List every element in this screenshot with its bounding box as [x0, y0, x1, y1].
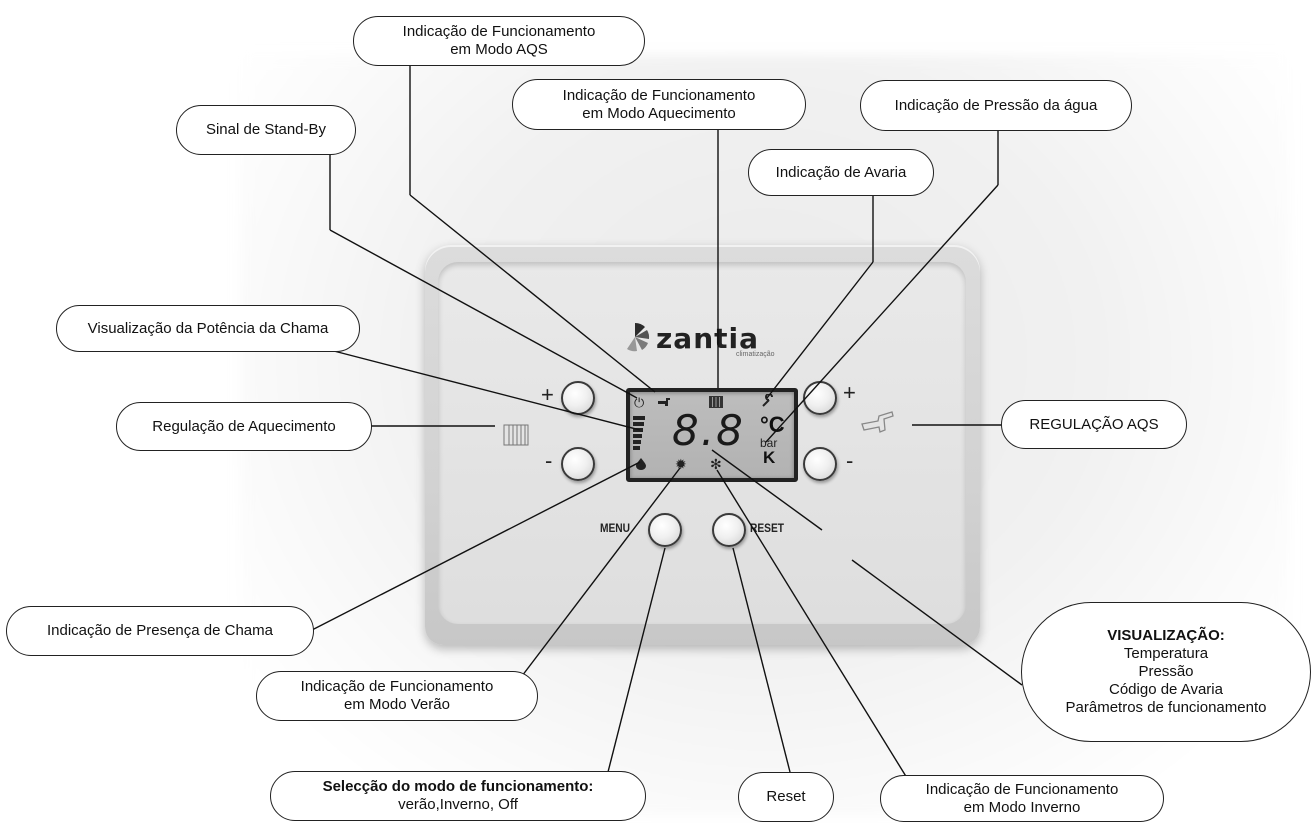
callout-water-pressure-text: Indicação de Pressão da água — [894, 96, 1098, 114]
lcd-unit-celsius: °C — [760, 412, 785, 437]
callout-summer-mode-line2: em Modo Verão — [344, 696, 450, 713]
dhw-minus-sign: - — [846, 448, 854, 473]
callout-fault: Indicação de Avaria — [748, 149, 934, 196]
dhw-plus-sign: + — [843, 380, 856, 405]
callout-display-line-pressure: Pressão — [1138, 663, 1194, 680]
callout-summer-mode: Indicação de Funcionamento em Modo Verão — [256, 671, 538, 721]
callout-summer-mode-line1: Indicação de Funcionamento — [300, 678, 494, 695]
leader-flame-power — [329, 349, 641, 431]
callout-mode-select: Selecção do modo de funcionamento: verão… — [270, 771, 646, 821]
leader-summer-mode — [521, 467, 681, 677]
callout-dhw-regulation: REGULAÇÃO AQS — [1001, 400, 1187, 449]
callout-aqs-mode: Indicação de Funcionamento em Modo AQS — [353, 16, 645, 66]
dhw-minus-button[interactable] — [803, 447, 837, 481]
callout-display-line-temperature: Temperatura — [1123, 645, 1209, 662]
callout-aqs-mode-line1: Indicação de Funcionamento — [402, 23, 596, 40]
callout-flame-presence-text: Indicação de Presença de Chama — [47, 622, 273, 639]
callout-mode-select-title: Selecção do modo de funcionamento: — [322, 778, 594, 795]
leader-mode-select — [607, 547, 666, 773]
tap-dhw-icon — [861, 411, 894, 433]
reset-button[interactable] — [712, 513, 746, 547]
brand-name: zantia — [656, 322, 760, 355]
callout-fault-text: Indicação de Avaria — [775, 163, 907, 181]
callout-winter-mode: Indicação de Funcionamento em Modo Inver… — [880, 775, 1164, 822]
menu-button[interactable] — [648, 513, 682, 547]
leader-display-2 — [711, 449, 823, 531]
callout-flame-power-text: Visualização da Potência da Chama — [87, 319, 329, 337]
sun-summer-icon: ✹ — [675, 456, 687, 472]
lcd-digits: 8.8 — [672, 406, 745, 455]
callout-heating-mode: Indicação de Funcionamento em Modo Aquec… — [512, 79, 806, 130]
callout-display: VISUALIZAÇÃO: Temperatura Pressão Código… — [1021, 602, 1311, 742]
callout-mode-select-line: verão,Inverno, Off — [398, 796, 518, 813]
callout-standby-text: Sinal de Stand-By — [205, 121, 327, 138]
leader-display — [851, 559, 1023, 686]
leader-aqs-mode-2 — [409, 194, 656, 393]
callout-reset: Reset — [738, 772, 834, 822]
reset-label: RESET — [750, 521, 785, 535]
brand-logo: zantia climatização — [618, 318, 818, 358]
lcd-unit-k: K — [763, 448, 776, 467]
callout-water-pressure: Indicação de Pressão da água — [860, 80, 1132, 131]
tap-aqs-icon — [657, 396, 673, 411]
callout-display-title: VISUALIZAÇÃO: — [1107, 627, 1225, 644]
menu-label: MENU — [600, 521, 631, 535]
lcd-display — [626, 388, 798, 482]
leader-reset — [732, 547, 791, 773]
callout-flame-presence: Indicação de Presença de Chama — [6, 606, 314, 656]
lcd-unit-bar: bar — [760, 436, 778, 450]
callout-heating-mode-line1: Indicação de Funcionamento — [562, 86, 756, 104]
leader-flame-presence — [311, 461, 641, 631]
callout-flame-power: Visualização da Potência da Chama — [56, 305, 360, 352]
callout-aqs-mode-line2: em Modo AQS — [450, 41, 548, 58]
brand-subtitle: climatização — [736, 351, 775, 358]
fan-logo-icon — [627, 322, 650, 352]
callout-winter-mode-line1: Indicação de Funcionamento — [925, 780, 1119, 798]
callout-heating-mode-line2: em Modo Aquecimento — [582, 104, 736, 122]
callout-display-line-parameters: Parâmetros de funcionamento — [1065, 699, 1267, 716]
standby-icon: ⏻ — [634, 395, 645, 410]
callout-standby: Sinal de Stand-By — [176, 105, 356, 155]
heating-minus-sign: - — [545, 448, 553, 473]
snowflake-winter-icon: ✻ — [710, 456, 722, 472]
heating-minus-button[interactable] — [561, 447, 595, 481]
radiator-icon — [503, 424, 529, 446]
callout-dhw-regulation-text: REGULAÇÃO AQS — [1029, 415, 1159, 433]
leader-winter-mode — [716, 469, 908, 779]
flame-presence-icon — [636, 458, 646, 472]
radiator-heating-icon — [709, 396, 723, 410]
callout-reset-text: Reset — [766, 788, 806, 805]
leader-fault-2 — [766, 261, 874, 399]
wrench-fault-icon — [761, 393, 775, 410]
leader-standby-2 — [329, 229, 638, 399]
heating-plus-sign: + — [541, 382, 554, 407]
callout-winter-mode-line2: em Modo Inverno — [963, 798, 1081, 816]
callout-display-line-fault-code: Código de Avaria — [1109, 681, 1223, 698]
leader-water-pressure-2 — [765, 184, 999, 443]
callout-heating-regulation-text: Regulação de Aquecimento — [152, 417, 336, 435]
callout-heating-regulation: Regulação de Aquecimento — [116, 402, 372, 451]
